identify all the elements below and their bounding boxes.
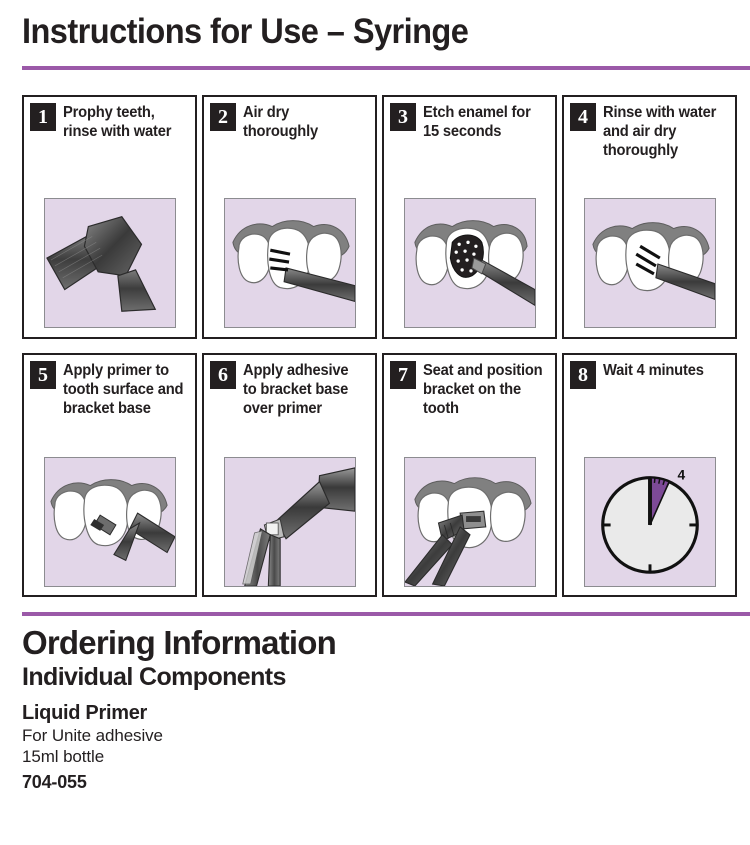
divider-top — [22, 66, 750, 70]
step-header: 7 Seat and position bracket on the tooth — [384, 355, 555, 418]
step-number-badge: 2 — [210, 103, 236, 131]
step-instruction-text: Prophy teeth, rinse with water — [63, 104, 172, 141]
step-instruction-text: Etch enamel for 15 seconds — [423, 104, 531, 141]
step-illustration-panel — [583, 198, 716, 328]
prophy-handpiece-icon — [45, 216, 156, 312]
air-syringe-teeth-icon — [231, 220, 355, 302]
step-illustration-panel — [43, 457, 176, 587]
clock-timer-icon: 4 — [600, 468, 699, 574]
product-description: For Unite adhesive — [22, 725, 163, 745]
step-card: 3 Etch enamel for 15 seconds — [382, 95, 557, 339]
product-name: Liquid Primer — [22, 701, 148, 724]
step-number-badge: 5 — [30, 361, 56, 389]
step-header: 5 Apply primer to tooth surface and brac… — [24, 355, 195, 418]
step-card: 8 Wait 4 minutes — [562, 353, 737, 597]
step-number-badge: 1 — [30, 103, 56, 131]
steps-grid: 1 Prophy teeth, rinse with water — [22, 95, 737, 597]
step-header: 3 Etch enamel for 15 seconds — [384, 97, 555, 141]
ordering-subheading: Individual Components — [22, 662, 286, 691]
step-instruction-text: Rinse with water and air dry thoroughly — [603, 104, 717, 160]
step-header: 8 Wait 4 minutes — [564, 355, 735, 389]
clock-minute-label: 4 — [677, 468, 685, 483]
divider-bottom — [22, 612, 750, 616]
adhesive-syringe-bracket-icon — [241, 467, 355, 586]
step-instruction-text: Wait 4 minutes — [603, 362, 704, 379]
step-instruction-text: Apply primer to tooth surface and bracke… — [63, 362, 184, 418]
step-card: 7 Seat and position bracket on the tooth — [382, 353, 557, 597]
step-card: 2 Air dry thoroughly — [202, 95, 377, 339]
step-illustration-panel — [43, 198, 176, 328]
step-number-badge: 6 — [210, 361, 236, 389]
etch-gel-tooth-icon — [413, 220, 535, 306]
ordering-information-section: Ordering Information Individual Componen… — [22, 625, 722, 795]
step-card: 6 Apply adhesive to bracket base over pr… — [202, 353, 377, 597]
page-title: Instructions for Use – Syringe — [22, 12, 469, 51]
step-card: 4 Rinse with water and air dry thoroughl… — [562, 95, 737, 339]
step-card: 1 Prophy teeth, rinse with water — [22, 95, 197, 339]
step-number-badge: 3 — [390, 103, 416, 131]
tweezers-bracket-tooth-icon — [404, 477, 532, 586]
step-header: 6 Apply adhesive to bracket base over pr… — [204, 355, 375, 418]
ordering-heading: Ordering Information — [22, 624, 337, 661]
step-illustration-panel — [403, 198, 536, 328]
step-card: 5 Apply primer to tooth surface and brac… — [22, 353, 197, 597]
product-code: 704-055 — [22, 772, 87, 793]
primer-brush-tooth-icon — [49, 479, 175, 562]
rinse-air-teeth-icon — [591, 222, 715, 301]
step-illustration-panel — [223, 198, 356, 328]
step-illustration-panel — [223, 457, 356, 587]
step-header: 1 Prophy teeth, rinse with water — [24, 97, 195, 141]
step-number-badge: 8 — [570, 361, 596, 389]
step-instruction-text: Seat and position bracket on the tooth — [423, 362, 543, 418]
step-header: 2 Air dry thoroughly — [204, 97, 375, 141]
step-number-badge: 7 — [390, 361, 416, 389]
step-header: 4 Rinse with water and air dry thoroughl… — [564, 97, 735, 160]
step-number-badge: 4 — [570, 103, 596, 131]
step-illustration-panel: 4 — [583, 457, 716, 587]
step-illustration-panel — [403, 457, 536, 587]
product-size: 15ml bottle — [22, 747, 105, 767]
step-instruction-text: Air dry thoroughly — [243, 104, 318, 141]
step-instruction-text: Apply adhesive to bracket base over prim… — [243, 362, 349, 418]
